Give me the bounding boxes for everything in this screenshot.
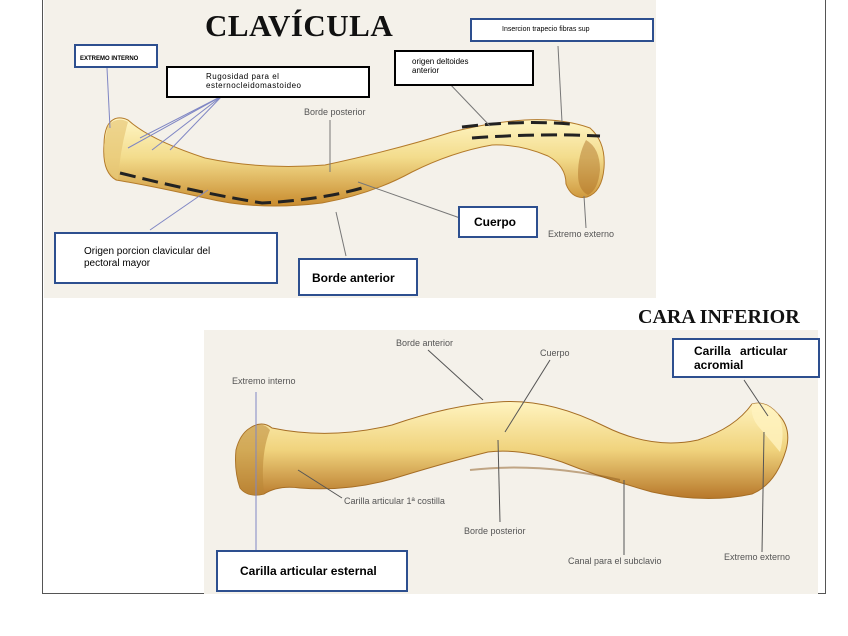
- sternal-facet-shading: [235, 424, 270, 496]
- box-extremo-interno: EXTREMO INTERNO: [74, 44, 158, 68]
- page-title: CLAVÍCULA: [205, 8, 394, 43]
- label-lower-extremo-interno: Extremo interno: [232, 376, 296, 386]
- label-carilla-costilla: Carilla articular 1ª costilla: [344, 496, 445, 506]
- lower-leader-lines: [297, 349, 769, 555]
- upper-gray-leaders: [329, 45, 587, 257]
- box-cuerpo: Cuerpo: [458, 206, 538, 238]
- pectoral-origin-dashed-line: [119, 171, 363, 205]
- label-lower-borde-anterior: Borde anterior: [396, 338, 454, 348]
- box-borde-anterior: Borde anterior: [298, 258, 418, 296]
- label-lower-borde-posterior: Borde posterior: [464, 526, 526, 536]
- clavicle-superior-view: [103, 117, 605, 207]
- upper-leader-lines: [106, 67, 223, 231]
- box-origen-pectoral: Origen porcion clavicular del pectoral m…: [54, 232, 278, 284]
- trapezius-insertion-dashed-line: [461, 121, 571, 129]
- label-borde-posterior: Borde posterior: [304, 107, 366, 117]
- section-subtitle: CARA INFERIOR: [638, 306, 800, 328]
- box-origen-deltoides: origen deltoides anterior: [394, 50, 534, 86]
- subclavian-groove: [469, 466, 621, 481]
- acromial-end-shading: [578, 140, 600, 195]
- box-carilla-acromial: Carilla articular acromial: [672, 338, 820, 378]
- sternal-end-shading: [104, 119, 128, 180]
- box-rugosidad: Rugosidad para el esternocleidomastoideo: [166, 66, 370, 98]
- acromial-facet-shading: [751, 403, 783, 452]
- label-lower-extremo-externo: Extremo externo: [724, 552, 791, 562]
- deltoid-origin-dashed-line: [471, 133, 601, 140]
- label-canal-subclavio: Canal para el subclavio: [568, 556, 662, 566]
- label-lower-cuerpo: Cuerpo: [540, 348, 570, 358]
- box-insercion-trapecio: Insercion trapecio fibras sup: [470, 18, 654, 42]
- label-extremo-externo: Extremo externo: [548, 229, 615, 239]
- box-carilla-esternal: Carilla articular esternal: [216, 550, 408, 592]
- clavicle-inferior-view: [235, 401, 789, 500]
